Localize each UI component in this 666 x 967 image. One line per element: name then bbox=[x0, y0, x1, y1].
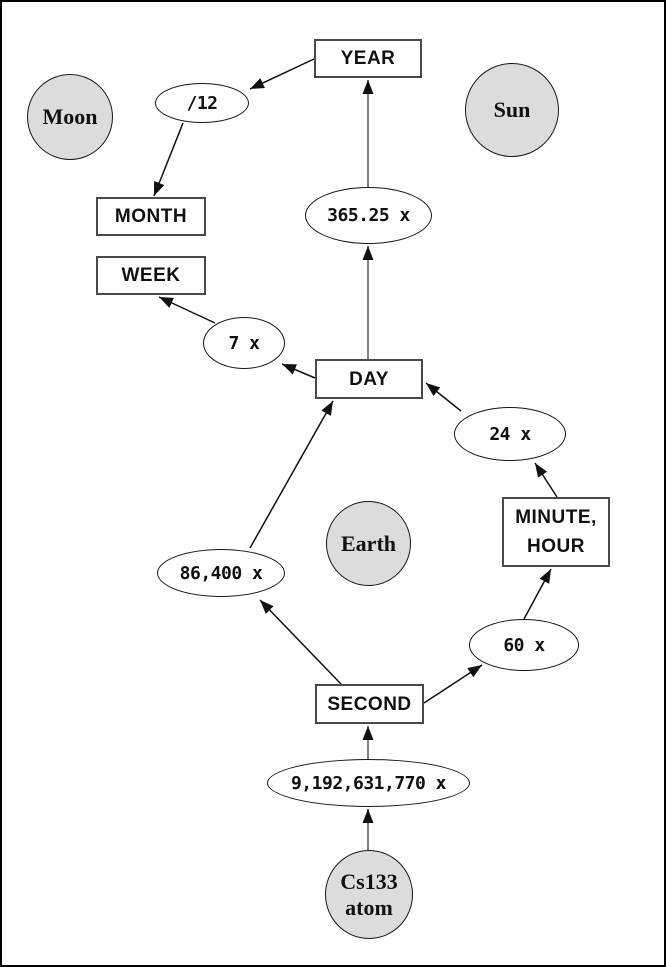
edge-minute-hour-to-24-x bbox=[534, 462, 558, 498]
edge-24-x-to-day bbox=[425, 382, 462, 412]
edge--12-to-month bbox=[153, 122, 184, 197]
month-label: MONTH bbox=[114, 206, 188, 227]
edge-year-to--12 bbox=[249, 58, 315, 90]
cs133-label-line1: Cs133 bbox=[340, 868, 398, 894]
factor-ellipse-60x: 60 x bbox=[469, 619, 579, 671]
86400x-label: 86,400 x bbox=[179, 562, 263, 584]
time-unit-box-week: WEEK bbox=[96, 256, 206, 295]
factor-ellipse-24x: 24 x bbox=[454, 407, 566, 461]
edge-second-to-60-x bbox=[423, 664, 483, 704]
year-label: YEAR bbox=[340, 48, 396, 69]
sun-label: Sun bbox=[493, 97, 531, 122]
celestial-circle-sun: Sun bbox=[465, 63, 559, 157]
reference-circle-cs133-atom: Cs133 atom bbox=[325, 850, 413, 939]
time-unit-box-second: SECOND bbox=[315, 684, 424, 724]
365-25x-label: 365.25 x bbox=[327, 205, 410, 226]
factor-ellipse-7x: 7 x bbox=[203, 317, 285, 369]
edge-7-x-to-week bbox=[158, 296, 216, 324]
time-unit-box-day: DAY bbox=[315, 359, 423, 399]
earth-label: Earth bbox=[341, 530, 396, 556]
edge-second-to-86-400-x bbox=[259, 599, 342, 685]
moon-label: Moon bbox=[42, 104, 98, 129]
60x-label: 60 x bbox=[503, 634, 545, 656]
time-unit-box-month: MONTH bbox=[96, 197, 206, 236]
edge-day-to-7-x bbox=[281, 363, 316, 379]
divide-12-label: /12 bbox=[186, 92, 218, 114]
second-label: SECOND bbox=[327, 693, 412, 715]
time-unit-box-year: YEAR bbox=[314, 39, 422, 78]
9192631770x-label: 9,192,631,770 x bbox=[290, 772, 447, 794]
week-label: WEEK bbox=[121, 265, 181, 286]
24x-label: 24 x bbox=[489, 423, 531, 445]
minute-hour-label-line1: MINUTE, bbox=[515, 507, 597, 528]
edge-60-x-to-minute-hour bbox=[523, 568, 552, 620]
edge-86-400-x-to-day bbox=[249, 400, 334, 549]
minute-hour-label-line2: HOUR bbox=[527, 536, 585, 557]
time-unit-box-minute-hour: MINUTE, HOUR bbox=[502, 497, 610, 567]
7x-label: 7 x bbox=[228, 332, 260, 354]
cs133-label-line2: atom bbox=[345, 894, 393, 920]
factor-ellipse-365-25x: 365.25 x bbox=[305, 187, 432, 244]
celestial-circle-earth: Earth bbox=[326, 501, 411, 586]
factor-ellipse-9192631770x: 9,192,631,770 x bbox=[267, 759, 470, 807]
factor-ellipse-divide-12: /12 bbox=[155, 83, 249, 123]
celestial-circle-moon: Moon bbox=[27, 74, 113, 160]
day-label: DAY bbox=[349, 368, 389, 390]
factor-ellipse-86400x: 86,400 x bbox=[157, 549, 285, 597]
